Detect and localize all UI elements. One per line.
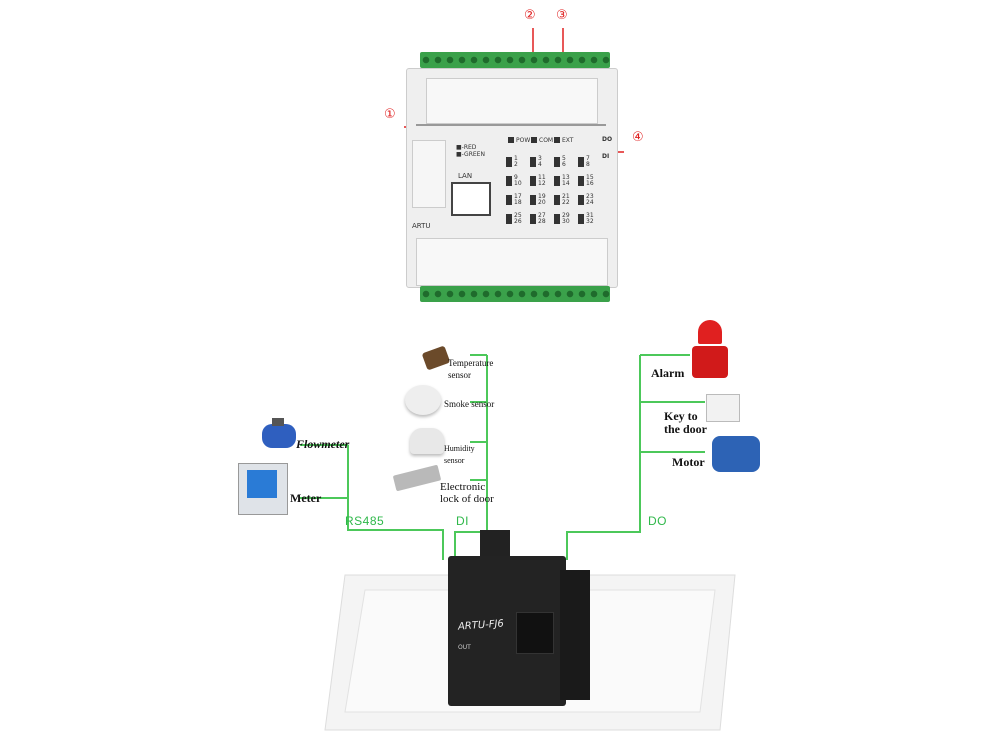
top-label-panel xyxy=(426,78,598,124)
led-com-label: COM xyxy=(539,137,554,144)
model-label: ARTU xyxy=(412,222,431,230)
channel-led-indicator xyxy=(506,194,512,205)
do-bus-label: DO xyxy=(648,514,667,528)
led-com xyxy=(531,137,537,143)
callout-3: ③ xyxy=(556,8,568,23)
rs485-line xyxy=(347,445,444,560)
channel-led-indicator xyxy=(506,175,512,186)
channel-led-indicator xyxy=(530,194,536,205)
rs485-bus-label: RS485 xyxy=(345,514,385,528)
channel-led-indicator xyxy=(530,156,536,167)
channel-led-indicator xyxy=(554,194,560,205)
meter-icon xyxy=(238,463,288,515)
bottom-device-out-label: OUT xyxy=(458,644,471,651)
humidity-sensor-icon xyxy=(410,428,444,454)
motor-label: Motor xyxy=(672,455,705,469)
channel-led-indicator xyxy=(554,213,560,224)
channel-led-indicator xyxy=(554,175,560,186)
temperature-sensor-label: Temperature sensor xyxy=(448,358,494,380)
humidity-sensor-label: Humidity sensor xyxy=(444,444,475,465)
channel-led-indicator xyxy=(578,156,584,167)
bottom-terminal-strip xyxy=(420,286,610,302)
callout-4: ④ xyxy=(632,130,644,145)
meter-label: Meter xyxy=(290,491,322,505)
bottom-label-panel xyxy=(416,238,608,286)
channel-led-indicator xyxy=(506,156,512,167)
do-line xyxy=(566,355,641,560)
front-cover xyxy=(412,140,446,208)
channel-led-indicator xyxy=(506,213,512,224)
door-key-icon xyxy=(706,394,740,422)
smoke-sensor-label: Smoke sensor xyxy=(444,399,495,409)
door-lock-label: Electronic lock of door xyxy=(440,481,494,505)
led-ext-label: EXT xyxy=(562,137,574,144)
di-tag: DI xyxy=(602,153,610,160)
led-legend-red: ■-RED xyxy=(456,144,477,151)
motor-icon xyxy=(712,436,760,472)
channel-led-indicator xyxy=(530,175,536,186)
do-tag: DO xyxy=(602,136,613,143)
channel-led-indicator xyxy=(578,194,584,205)
led-ext xyxy=(554,137,560,143)
smoke-sensor-icon xyxy=(405,385,441,415)
alarm-icon xyxy=(690,320,730,380)
alarm-label: Alarm xyxy=(651,366,685,380)
led-legend-green: ■-GREEN xyxy=(456,151,485,158)
led-pow-label: POW xyxy=(516,137,531,144)
top-device: ■-RED ■-GREEN POW COM EXT DO DI LAN ARTU… xyxy=(398,52,630,302)
channel-led-indicator xyxy=(530,213,536,224)
lan-label: LAN xyxy=(458,172,473,180)
callout-2: ② xyxy=(524,8,536,23)
led-pow xyxy=(508,137,514,143)
channel-led-indicator xyxy=(578,213,584,224)
di-bus-label: DI xyxy=(456,514,469,528)
callout-1: ① xyxy=(384,107,396,122)
flowmeter-label: Flowmeter xyxy=(296,437,350,451)
lan-port[interactable] xyxy=(451,182,491,216)
top-terminal-strip xyxy=(420,52,610,68)
channel-led-indicator xyxy=(578,175,584,186)
channel-led-indicator xyxy=(554,156,560,167)
door-key-label: Key to the door xyxy=(664,409,707,436)
bottom-device: ARTU-FJ6 OUT xyxy=(440,530,600,706)
flowmeter-icon xyxy=(258,418,300,452)
di-line xyxy=(454,355,488,560)
